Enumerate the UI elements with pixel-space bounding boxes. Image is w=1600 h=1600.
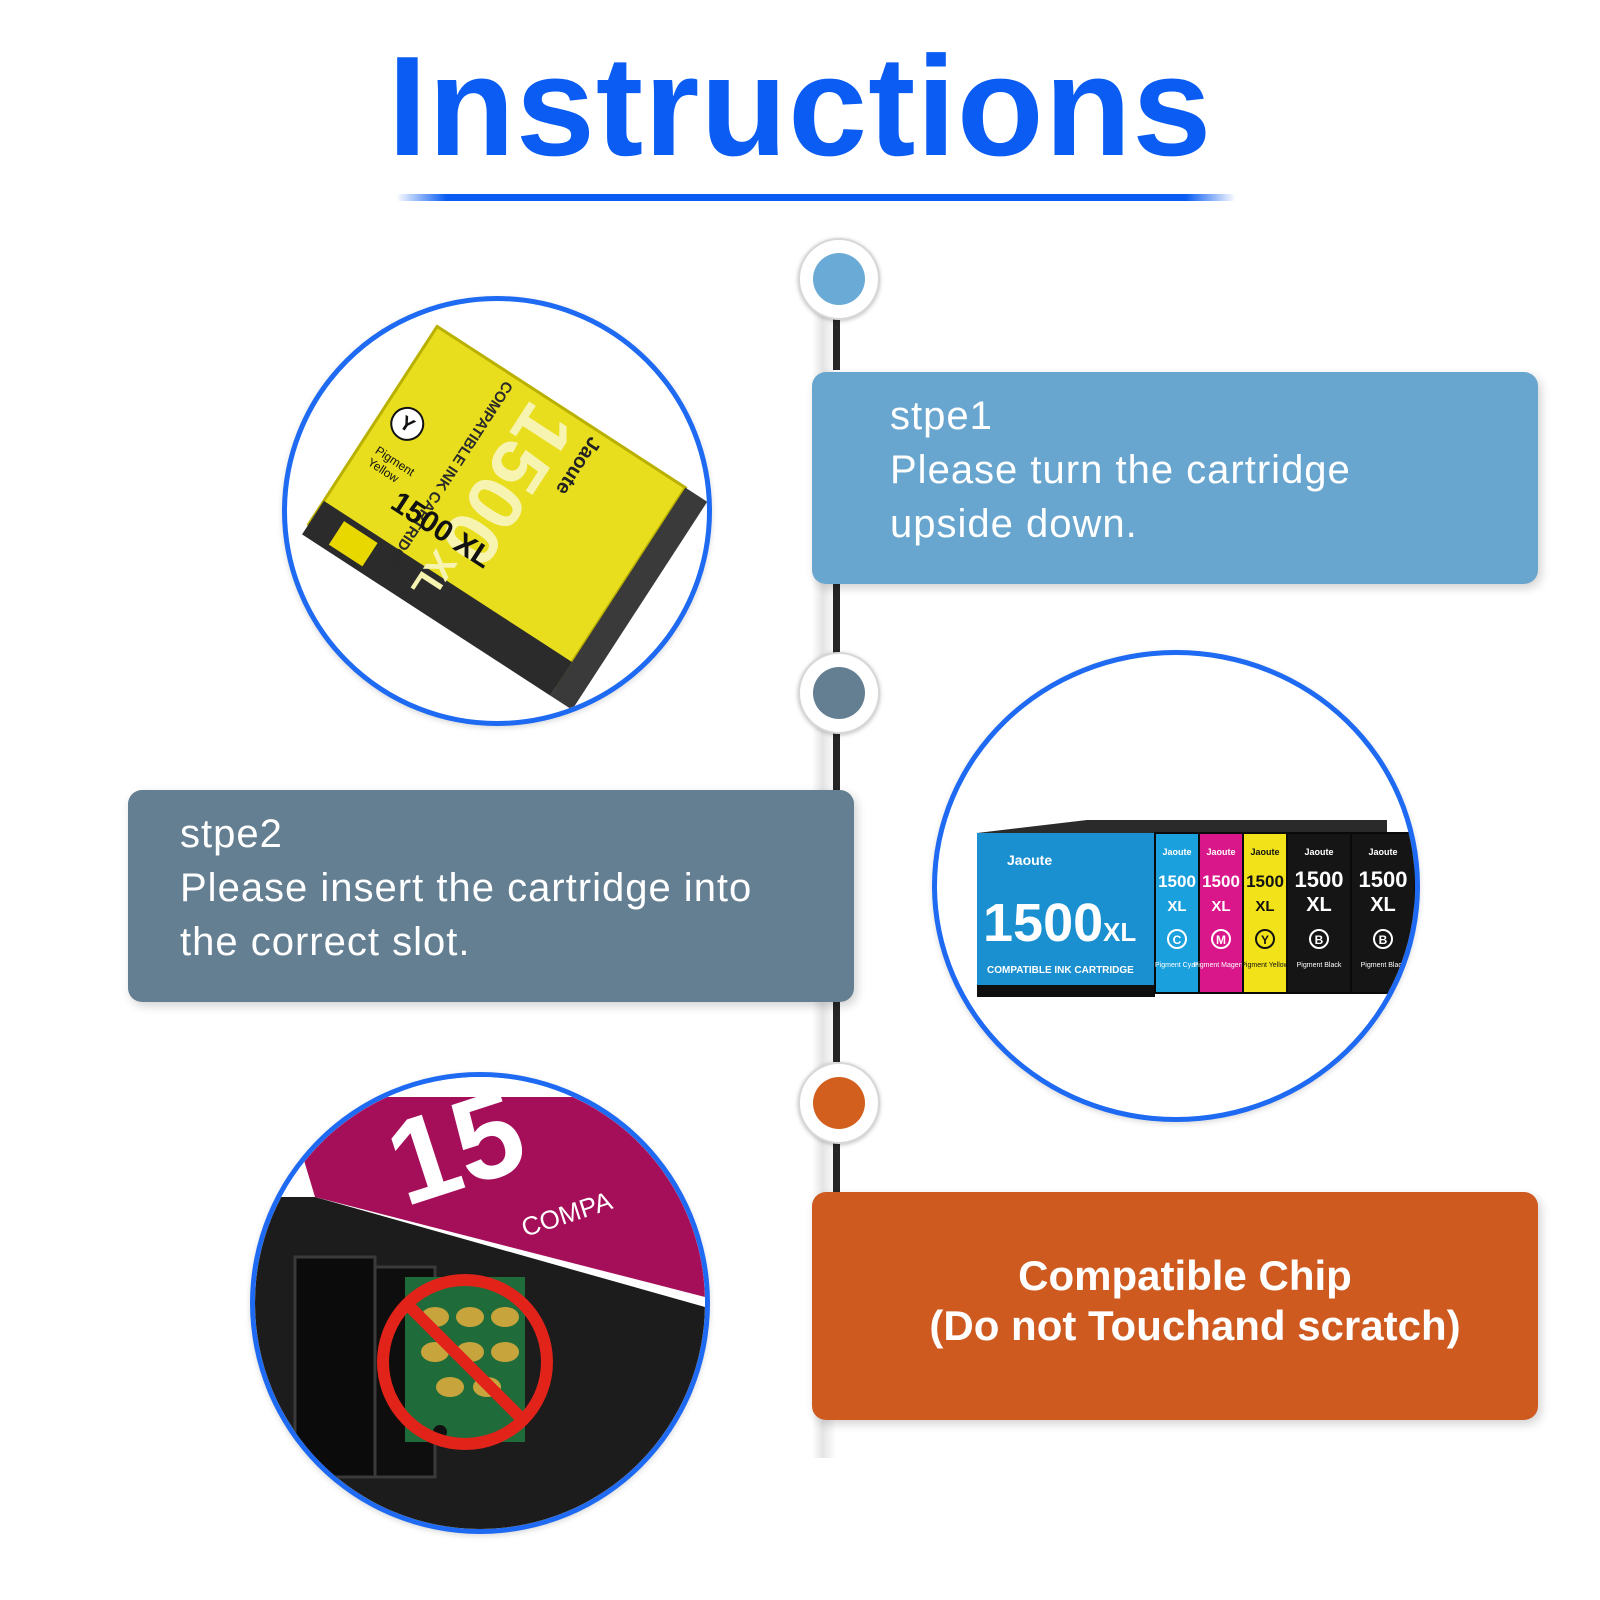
timeline-line-segment [833,718,840,790]
cartridge-set-image: Jaoute 1500 XL COMPATIBLE INK CARTRIDGE … [977,820,1415,997]
timeline-line-segment [833,1122,840,1192]
set-cartridge-brand: Jaoute [1162,847,1191,857]
title-underline [396,194,1236,201]
timeline-dot-step1 [798,238,880,320]
prohibited-icon [377,1274,553,1450]
set-cartridge-brand: Jaoute [1206,847,1235,857]
set-cartridge-letter-badge [1255,929,1275,949]
cyan-front-cartridge [977,833,1155,993]
set-cartridge-suffix: XL [1167,898,1186,915]
set-cartridge-model: 1500 [1295,867,1344,892]
photo-cartridge-set: Jaoute 1500 XL COMPATIBLE INK CARTRIDGE … [932,650,1420,1122]
step3-title: Compatible Chip [1018,1252,1352,1299]
step1-label: stpe1 [890,394,993,438]
step1-card: stpe1 Please turn the cartridge upside d… [812,372,1538,584]
set-caption: COMPATIBLE INK CARTRIDGE [987,965,1134,976]
page-title: Instructions [387,27,1213,186]
set-cartridge-body [1242,832,1288,994]
set-cartridge-letter: C [1173,933,1182,947]
set-model-big: 1500 [983,893,1103,953]
set-suffix-big: XL [1103,917,1136,947]
set-cartridge-suffix: XL [1306,894,1332,916]
step3-card: Compatible Chip (Do not Touchand scratch… [812,1192,1538,1420]
set-cartridge-suffix: XL [1370,894,1396,916]
set-cartridge-color-name: Pigment Black [1361,962,1406,969]
set-cartridge-model: 1500 [1158,872,1196,891]
step2-card: stpe2 Please insert the cartridge into t… [128,790,854,1002]
timeline-line-segment [833,584,840,664]
set-cartridge-letter-badge [1309,929,1329,949]
photo-yellow-cartridge: 1500 XL COMPATIBLE INK CARTRIDGE Jaoute … [282,296,712,726]
yellow-letter-badge [390,406,425,441]
magenta-label [285,1097,705,1297]
set-cartridge-brand: Jaoute [1250,847,1279,857]
timeline-line-segment [833,1002,840,1062]
set-cartridge-letter-badge [1373,929,1393,949]
set-cartridge-letter: M [1216,933,1226,947]
set-brand: Jaoute [1007,852,1052,868]
set-cartridge-letter: Y [1261,933,1269,947]
set-cartridge-model: 1500 [1359,867,1408,892]
set-cartridge-letter: B [1379,933,1388,947]
step1-text-line2: upside down. [890,502,1138,546]
set-cartridge-suffix: XL [1255,898,1274,915]
set-cartridge-brand: Jaoute [1368,847,1397,857]
timeline-dot-step3 [798,1062,880,1144]
step1-text-line1: Please turn the cartridge [890,448,1351,492]
step2-label: stpe2 [180,812,283,856]
set-cartridge-color-name: Pigment Cyan [1155,962,1199,969]
set-cartridge-body [1286,832,1352,994]
set-cartridge-suffix: XL [1211,898,1230,915]
set-cartridge-letter: B [1315,933,1324,947]
yellow-cartridge-image: 1500 XL COMPATIBLE INK CARTRIDGE Jaoute … [302,324,707,710]
set-cartridge-body [1198,832,1244,994]
set-cartridge-body [1154,832,1200,994]
set-cartridge-color-name: Pigment Black [1297,962,1342,969]
timeline-dot-step2 [798,652,880,734]
step3-warning: (Do not Touchand scratch) [929,1302,1461,1349]
set-cartridge-brand: Jaoute [1304,847,1333,857]
chip-closeup-image: 15 COMPA [255,1077,705,1529]
set-cartridge-model: 1500 [1202,872,1240,891]
set-cartridge-model: 1500 [1246,872,1284,891]
set-cartridge-color-name: Pigment Yellow [1241,962,1289,969]
step2-text-line1: Please insert the cartridge into [180,866,753,910]
set-cartridge-color-name: Pigment Magenta [1194,962,1249,969]
step2-text-line2: the correct slot. [180,920,471,964]
set-cartridge-letter-badge [1167,929,1187,949]
timeline-line-segment [833,318,840,370]
set-cartridge-letter-badge [1211,929,1231,949]
photo-chip-closeup: 15 COMPA [250,1072,710,1534]
